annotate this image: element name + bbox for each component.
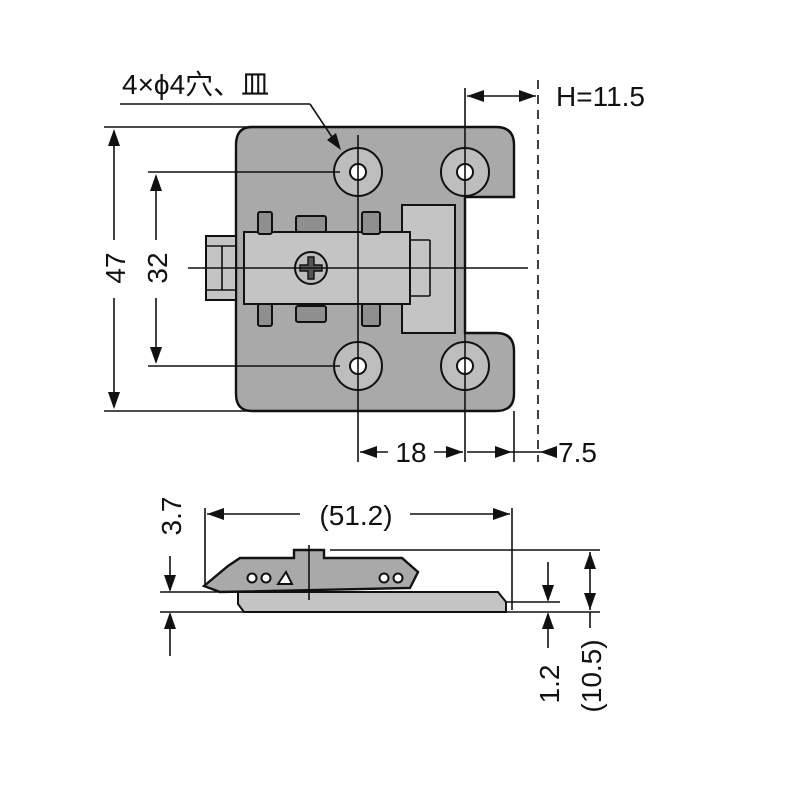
- dimension-label-3-7: 3.7: [156, 497, 187, 536]
- dimension-label-7-5: 7.5: [558, 437, 597, 468]
- plate-slot: [257, 211, 273, 235]
- dimension-label-32: 32: [142, 252, 173, 283]
- dimension-label-18: 18: [395, 437, 426, 468]
- plate-slot: [257, 303, 273, 327]
- dimension-label-h: H=11.5: [556, 81, 645, 112]
- top-view: 47 32 H=11.5 4×ϕ4穴、皿 18 7.5: [96, 69, 645, 468]
- plate-slot: [295, 215, 327, 233]
- side-hole: [378, 572, 390, 584]
- plate-slot: [361, 211, 381, 235]
- plate-slot: [361, 303, 381, 327]
- side-slide-body: [201, 548, 420, 594]
- side-base-plate: [237, 591, 507, 613]
- side-hole: [276, 570, 294, 585]
- plate-slot: [295, 305, 327, 323]
- dimension-label-51-2: (51.2): [319, 500, 392, 531]
- side-hole: [260, 572, 272, 584]
- side-hole: [392, 572, 404, 584]
- side-view: (51.2) 3.7 1.2 (10.5): [156, 494, 607, 713]
- hole-note-label: 4×ϕ4穴、皿: [122, 69, 269, 100]
- dimension-label-1-2: 1.2: [534, 665, 565, 704]
- dimension-label-47: 47: [100, 252, 131, 283]
- side-hole: [246, 572, 258, 584]
- dimension-label-10-5: (10.5): [576, 639, 607, 712]
